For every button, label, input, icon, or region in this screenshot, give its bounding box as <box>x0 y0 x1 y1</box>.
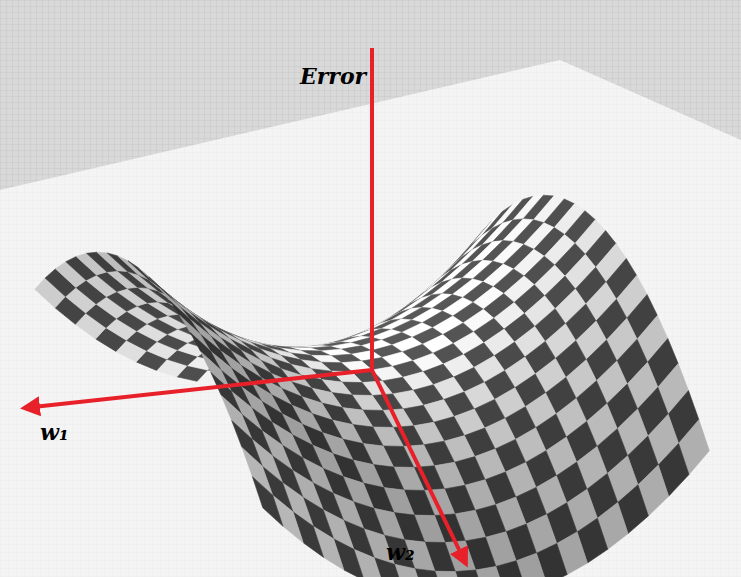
w2-axis <box>372 370 466 564</box>
axes <box>24 48 466 564</box>
surface-patch <box>159 288 190 320</box>
surface-patch <box>190 333 221 371</box>
surface-patch <box>435 571 466 577</box>
w2-axis-label: w₂ <box>386 540 415 564</box>
w1-axis <box>24 370 372 408</box>
error-axis-label: Error <box>300 64 366 88</box>
surface-patch <box>180 316 211 352</box>
surface-patch <box>384 535 415 569</box>
error-axis <box>370 48 374 372</box>
surface-patch <box>395 564 426 577</box>
w1-axis-label: w₁ <box>40 420 69 444</box>
surface-patch <box>252 477 283 527</box>
surface-patch <box>455 570 486 577</box>
surface-patch <box>118 256 149 280</box>
surface-patch <box>107 253 138 275</box>
surface-patch <box>415 569 446 577</box>
surface-patch <box>476 566 507 577</box>
surface-patch <box>170 301 201 335</box>
surface-patch <box>496 561 527 577</box>
surface-patch <box>516 553 547 577</box>
